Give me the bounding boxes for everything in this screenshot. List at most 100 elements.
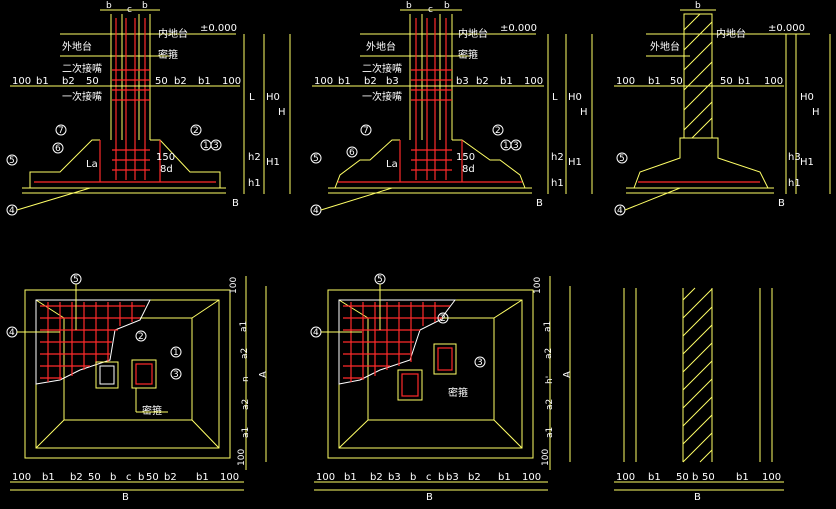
drawing-label: 100 (616, 76, 635, 87)
wall-hatch (683, 13, 713, 139)
drawing-label: 150 (456, 152, 475, 163)
drawing-label: b2 (164, 472, 177, 483)
drawing-label: 100 (541, 449, 551, 466)
drawing-label: H1 (800, 157, 814, 168)
label-second-joint: 二次接嘴 (62, 62, 102, 75)
drawing-line (682, 288, 713, 319)
drawing-label: 二次接嘴 (362, 62, 402, 75)
section-2: b c b 外地台 内地台 ±0.000 密箍 二次接嘴 一次接嘴 100 b1… (310, 1, 593, 216)
drawing-label: 4 (313, 328, 319, 338)
drawing-label: H1 (568, 157, 582, 168)
drawing-line (131, 359, 157, 389)
drawing-label: 6 (349, 148, 355, 158)
drawing-label: ±0.000 (500, 23, 537, 34)
drawing-label: b2 (370, 472, 383, 483)
drawing-label: b (410, 472, 416, 483)
dim-8d: 8d (160, 164, 173, 175)
dim-b: b (142, 1, 148, 11)
drawing-line (683, 13, 701, 31)
drawing-label: 2 (138, 332, 144, 342)
drawing-label: 4 (617, 206, 623, 216)
drawing-line (682, 287, 696, 301)
drawing-label: a2 (545, 399, 555, 410)
drawing-label: 100 (764, 76, 783, 87)
drawing-label: 50 (146, 472, 159, 483)
drawing-label: 密箍 (142, 404, 162, 417)
drawing-line (699, 449, 713, 463)
drawing-label: 4 (9, 206, 15, 216)
drawing-label: 内地台 (716, 27, 746, 40)
drawing-label: 100 (316, 472, 335, 483)
drawing-label: h1 (551, 178, 564, 189)
drawing-label: b1 (736, 472, 749, 483)
drawing-label: b2 (468, 472, 481, 483)
drawing-label: 50 (702, 472, 715, 483)
drawing-label: b1 (648, 472, 661, 483)
drawing-label: A (258, 371, 269, 378)
drawing-line (334, 139, 526, 189)
drawing-label: b1 (344, 472, 357, 483)
drawing-line (24, 289, 231, 459)
drawing-line (682, 378, 713, 409)
callout-circle (6, 154, 18, 166)
dim-h2: h2 (248, 152, 261, 163)
dim-h1: h1 (248, 178, 261, 189)
drawing-line (99, 365, 115, 385)
callout-circle (360, 124, 372, 136)
drawing-label: b1 (338, 76, 351, 87)
drawing-label: ±0.000 (768, 23, 805, 34)
drawing-label: 5 (9, 156, 15, 166)
callout-circle (492, 124, 504, 136)
drawing-label: b3 (446, 472, 459, 483)
drawing-line (191, 419, 220, 449)
dim-100: 100 (222, 76, 241, 87)
callout-circle (474, 356, 486, 368)
drawing-line (683, 13, 713, 139)
drawing-line (35, 419, 65, 449)
drawing-line (397, 369, 423, 401)
drawing-line (624, 187, 681, 211)
drawing-line (338, 299, 523, 449)
drawing-label: 外地台 (366, 40, 396, 53)
drawing-line (683, 21, 713, 51)
drawing-label: b1 (738, 76, 751, 87)
drawing-label: 1 (203, 141, 209, 151)
drawing-line (682, 414, 713, 445)
rebar-mesh (40, 302, 145, 382)
drawing-label: b2 (476, 76, 489, 87)
wall-hatch-plan (682, 287, 713, 463)
drawing-label: H (812, 107, 820, 118)
drawing-label: b (438, 472, 444, 483)
drawing-label: A (562, 371, 573, 378)
drawing-label: 7 (58, 126, 64, 136)
drawing-label: 100 (533, 277, 543, 294)
drawing-label: h1 (788, 178, 801, 189)
plan-3: 100 b1 50 b 50 b1 100 B (614, 287, 784, 503)
drawing-line (95, 361, 119, 389)
drawing-label: B (122, 492, 129, 503)
drawing-label: 100 (762, 472, 781, 483)
label-elev: ±0.000 (200, 23, 237, 34)
drawing-label: c (428, 5, 433, 15)
drawing-label: a2 (544, 348, 554, 359)
drawing-label: h3 (788, 152, 801, 163)
dim-b1: b1 (36, 76, 49, 87)
drawing-label: 5 (619, 154, 625, 164)
dim-H: H (278, 107, 286, 118)
drawing-label: b (138, 472, 144, 483)
drawing-label: 100 (220, 472, 239, 483)
drawing-line (35, 299, 65, 319)
drawing-label: L (552, 92, 558, 103)
drawing-label: B (426, 492, 433, 503)
drawing-line (493, 419, 523, 449)
drawing-label: 5 (377, 275, 383, 285)
drawing-label: b (110, 472, 116, 483)
drawing-label: 3 (173, 370, 179, 380)
drawing-label: b1 (42, 472, 55, 483)
drawing-line (682, 324, 713, 355)
callout-circle (170, 346, 182, 358)
label-inner-pit: 内地台 (158, 27, 188, 40)
drawing-label: 50 (670, 76, 683, 87)
drawing-label: 4 (313, 206, 319, 216)
